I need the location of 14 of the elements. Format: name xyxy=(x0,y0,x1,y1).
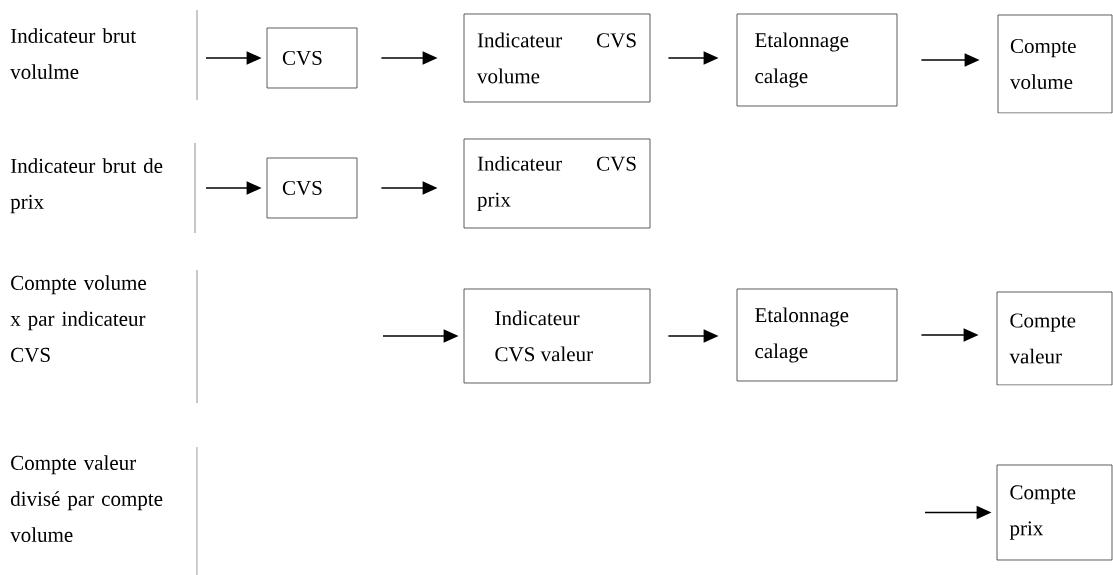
process-box: Indicateur CVS valeur xyxy=(463,288,651,384)
process-box: Indicateur CVS volume xyxy=(463,13,651,103)
process-box: CVS xyxy=(266,157,358,219)
process-box: CVS xyxy=(266,27,358,89)
row-label: Compte volume x par indicateur CVS xyxy=(10,275,146,363)
row-label: Indicateur brut de prix xyxy=(10,158,163,214)
process-box: Compte prix xyxy=(996,464,1113,561)
process-box: Etalonnage calage xyxy=(736,288,898,382)
process-box: Etalonnage calage xyxy=(736,13,898,107)
row-label: Compte valeur divisé par compte volume xyxy=(10,455,163,542)
process-box: Compte volume xyxy=(997,14,1113,114)
process-box: Indicateur CVS prix xyxy=(463,138,651,229)
process-box: Compte valeur xyxy=(996,291,1113,386)
row-label: Indicateur brut volulme xyxy=(10,28,137,79)
